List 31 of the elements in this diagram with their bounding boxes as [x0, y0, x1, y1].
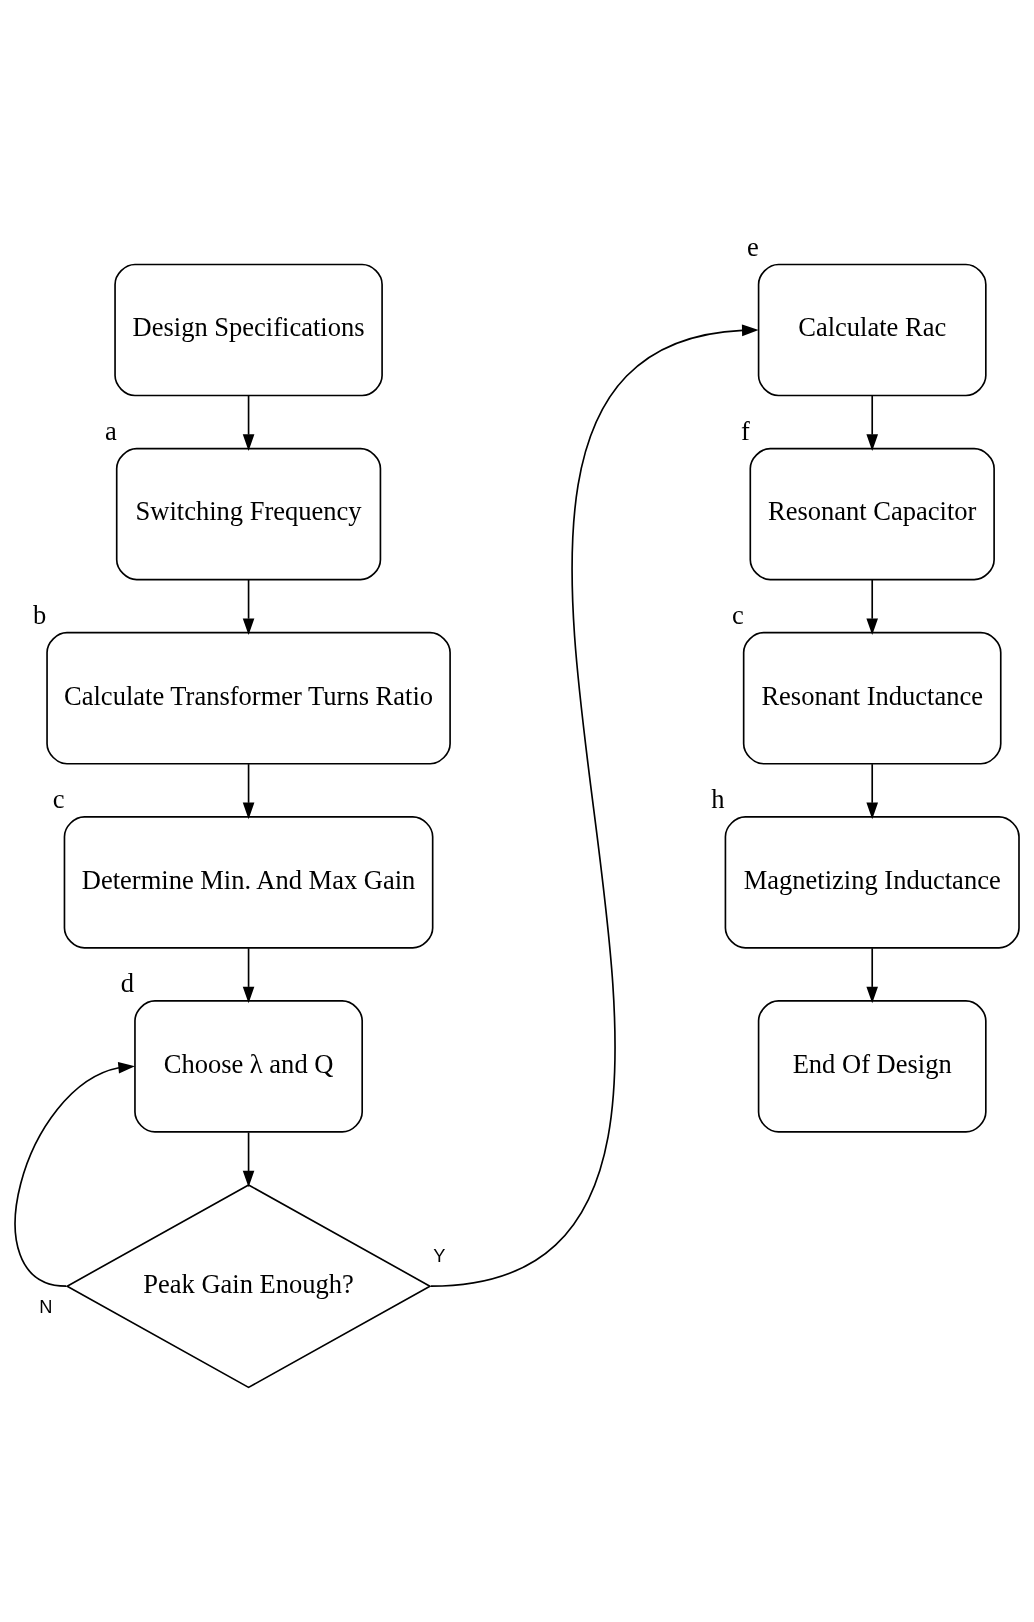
arrow: [242, 763, 255, 820]
node-box: Determine Min. And Max Gain: [63, 815, 434, 949]
arrow: [866, 947, 878, 1004]
node-label: f: [740, 415, 750, 446]
arrow: [242, 947, 255, 1004]
node-box: Magnetizing Inductance: [724, 815, 1020, 949]
edge-label: Y: [433, 1245, 446, 1267]
arrow: [866, 579, 878, 636]
node-diamond: Peak Gain Enough?: [65, 1184, 432, 1389]
node-box: End Of Design: [757, 1000, 987, 1133]
node-box: Choose λ and Q: [134, 1000, 363, 1133]
node-label: c: [52, 784, 65, 815]
arrow: [242, 395, 255, 451]
node-label: a: [105, 415, 117, 446]
node-box: Calculate Rac: [757, 263, 987, 397]
arrow: [14, 1061, 135, 1287]
node-box: Resonant Capacitor: [749, 447, 995, 581]
node-label: e: [746, 231, 759, 262]
node-box: Resonant Inductance: [742, 631, 1002, 765]
node-label: d: [120, 968, 135, 999]
arrow: [866, 395, 878, 451]
node-label: h: [711, 784, 725, 815]
arrow: [242, 1131, 255, 1188]
node-box: Calculate Transformer Turns Ratio: [46, 631, 451, 765]
node-label: b: [32, 600, 47, 631]
node-box: Design Specifications: [114, 263, 383, 397]
arrow: [242, 579, 255, 636]
node-label: c: [731, 600, 744, 631]
edge-label: N: [39, 1295, 53, 1317]
arrow: [866, 763, 878, 820]
node-box: Switching Frequency: [115, 447, 382, 581]
